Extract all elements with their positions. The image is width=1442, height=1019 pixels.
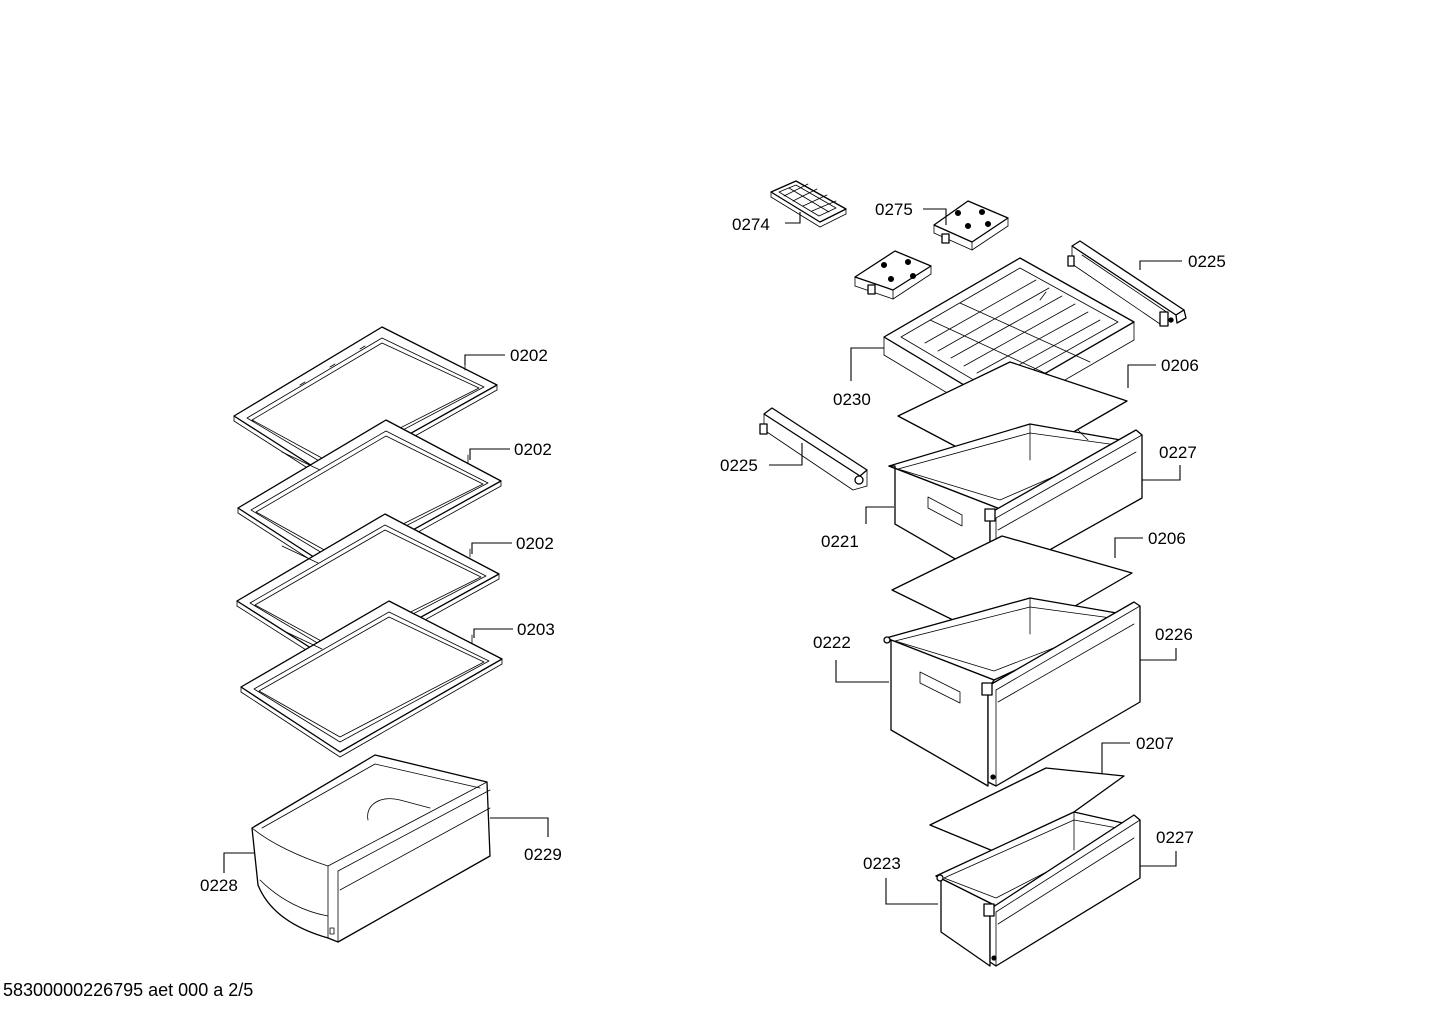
label-0202-a: 0202 [510, 346, 548, 365]
label-0227-top: 0227 [1159, 443, 1197, 462]
ice-tray-0274[interactable] [770, 180, 847, 228]
cold-pack-0275-right[interactable] [933, 200, 1009, 251]
glass-plate-0207[interactable] [929, 767, 1125, 859]
label-0203: 0203 [517, 620, 555, 639]
drawer-front-0226[interactable] [981, 601, 1141, 787]
label-0206-mid: 0206 [1148, 529, 1186, 548]
label-0274: 0274 [732, 215, 770, 234]
freezer-drawer-0222[interactable] [883, 597, 1135, 787]
label-0275: 0275 [875, 200, 913, 219]
drawer-rail-0225-left[interactable] [759, 407, 868, 491]
label-0206-top: 0206 [1161, 356, 1199, 375]
label-0207: 0207 [1136, 734, 1174, 753]
label-0227-bottom: 0227 [1156, 828, 1194, 847]
label-0202-c: 0202 [516, 534, 554, 553]
cold-pack-0275-left[interactable] [854, 250, 932, 300]
drawer-front-0227-bottom[interactable] [983, 814, 1141, 967]
label-0230: 0230 [833, 390, 871, 409]
label-0221: 0221 [821, 532, 859, 551]
label-0228: 0228 [200, 876, 238, 895]
freezer-tray-0230[interactable] [883, 257, 1135, 422]
document-code: 58300000226795 aet 000 a 2/5 [3, 980, 254, 1000]
leader-lines [223, 208, 1182, 905]
label-0225-left: 0225 [720, 456, 758, 475]
drawer-rail-0225-right[interactable] [1067, 240, 1187, 327]
label-0229: 0229 [524, 845, 562, 864]
glass-shelf-0203[interactable] [240, 600, 503, 758]
label-0223: 0223 [863, 854, 901, 873]
glass-shelf-0202-c[interactable] [236, 513, 500, 670]
label-0202-b: 0202 [514, 440, 552, 459]
label-0222: 0222 [813, 633, 851, 652]
label-0225-top: 0225 [1188, 252, 1226, 271]
vegetable-drawer-0228[interactable] [251, 754, 491, 943]
label-0226: 0226 [1155, 625, 1193, 644]
